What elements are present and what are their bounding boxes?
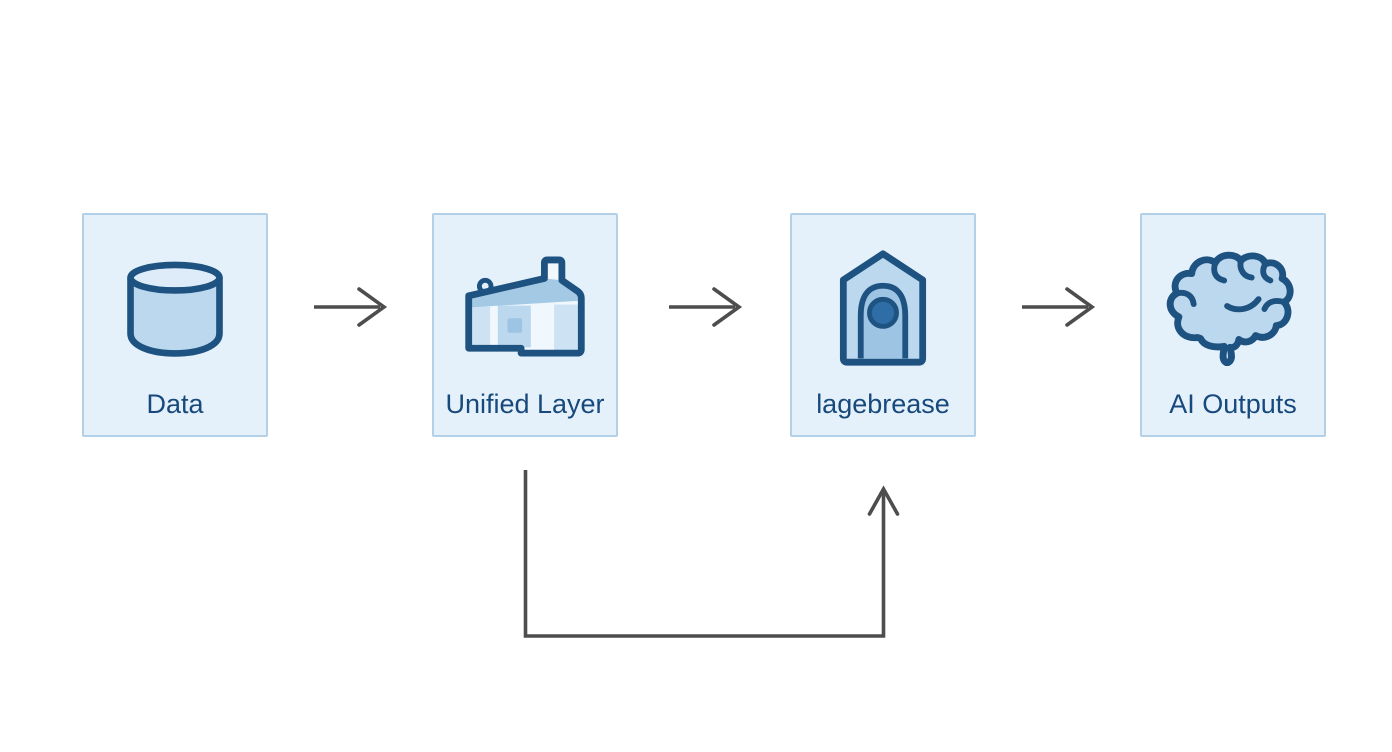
node-label: Data bbox=[146, 389, 204, 419]
arrow-right-icon bbox=[314, 287, 388, 327]
node-label: AI Outputs bbox=[1169, 389, 1297, 419]
brain-icon bbox=[1142, 215, 1324, 390]
node-data: Data bbox=[82, 213, 268, 437]
node-lagebrease: lagebrease bbox=[790, 213, 976, 437]
node-unified-layer: Unified Layer bbox=[432, 213, 618, 437]
arrow-right-icon bbox=[669, 287, 743, 327]
arrow-right-icon bbox=[1022, 287, 1096, 327]
node-label: Unified Layer bbox=[445, 389, 605, 419]
database-icon bbox=[84, 215, 266, 390]
arch-house-icon bbox=[792, 215, 974, 390]
warehouse-icon bbox=[434, 215, 616, 390]
node-label: lagebrease bbox=[816, 389, 950, 419]
node-ai-outputs: AI Outputs bbox=[1140, 213, 1326, 437]
